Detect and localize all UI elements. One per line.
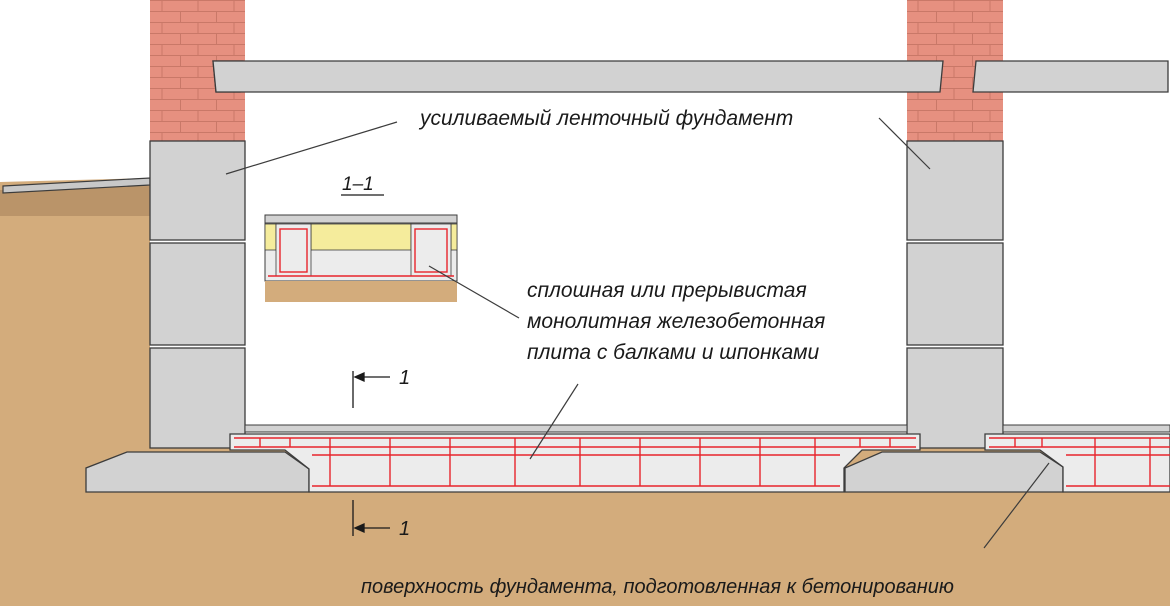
leader-lines <box>225 117 1050 549</box>
section-title: 1–1 <box>342 174 374 195</box>
foundation-blocks-left <box>149 140 246 449</box>
label-slab-line1: сплошная или прерывистая <box>527 279 807 302</box>
floor-slab-right <box>972 60 1169 93</box>
floor-slab-main <box>212 60 944 93</box>
foundation-blocks-right <box>906 140 1004 449</box>
rebar-right <box>989 437 1170 487</box>
cut-label-top: 1 <box>399 367 410 389</box>
label-foundation: усиливаемый ленточный фундамент <box>418 107 793 130</box>
floor-layer-main <box>244 424 908 433</box>
reinforced-slab-main <box>229 433 921 493</box>
foundation-cushion-right <box>844 451 1064 493</box>
rebar-main <box>234 437 916 487</box>
cut-label-bottom: 1 <box>399 518 410 540</box>
foundation-cushion-left <box>85 451 310 493</box>
reinforced-slab-right <box>984 433 1170 493</box>
label-slab-line2: монолитная железобетонная <box>527 310 825 333</box>
label-slab-line3: плита с балками и шпонками <box>527 341 820 364</box>
section-1-1-detail <box>264 214 458 302</box>
label-surface: поверхность фундамента, подготовленная к… <box>361 576 954 598</box>
section-cut-markers <box>352 371 390 536</box>
floor-layer-right <box>1002 424 1170 433</box>
